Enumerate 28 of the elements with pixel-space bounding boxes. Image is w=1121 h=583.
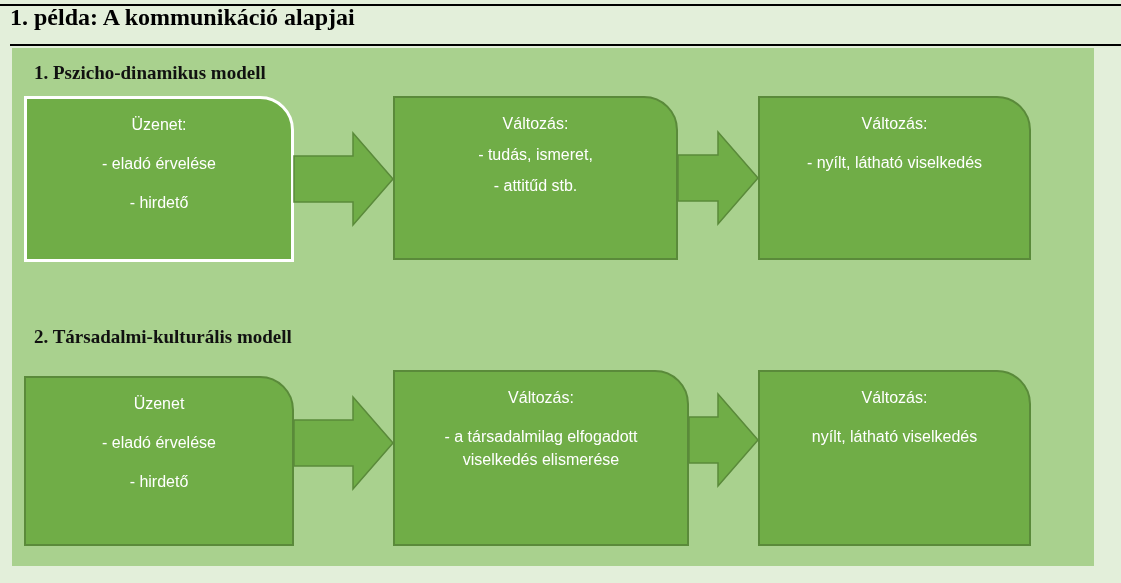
block-arrow — [293, 131, 394, 227]
section-heading: 2. Társadalmi-kulturális modell — [34, 326, 292, 348]
box-text: - nyílt, látható viselkedés — [806, 153, 983, 174]
process-box — [24, 376, 294, 546]
box-text: - a társadalmilag elfogadott viselkedés elismerése — [443, 427, 639, 471]
process-box — [758, 370, 1031, 546]
box-text: - tudás, ismeret, — [478, 145, 593, 166]
process-box — [758, 96, 1031, 260]
box-text: - attitűd stb. — [493, 176, 578, 197]
process-box — [24, 96, 294, 262]
box-text: - eladó érvelése — [102, 154, 216, 175]
box-text: nyílt, látható viselkedés — [811, 427, 978, 448]
title: 1. példa: A kommunikáció alapjai — [10, 4, 355, 31]
box-text: - hirdető — [129, 472, 189, 493]
box-heading: Változás: — [508, 388, 574, 408]
box-text: - hirdető — [129, 193, 189, 214]
block-arrow — [677, 130, 759, 226]
box-heading: Változás: — [861, 114, 928, 134]
box-heading: Üzenet — [133, 394, 185, 414]
process-box — [393, 370, 689, 546]
box-heading: Változás: — [502, 114, 569, 134]
process-box — [393, 96, 678, 260]
box-heading: Változás: — [861, 388, 928, 408]
block-arrow — [293, 395, 394, 491]
box-text: - eladó érvelése — [102, 433, 216, 454]
section-heading: 1. Pszicho-dinamikus modell — [34, 62, 266, 84]
block-arrow — [688, 392, 759, 488]
box-heading: Üzenet: — [131, 115, 187, 135]
